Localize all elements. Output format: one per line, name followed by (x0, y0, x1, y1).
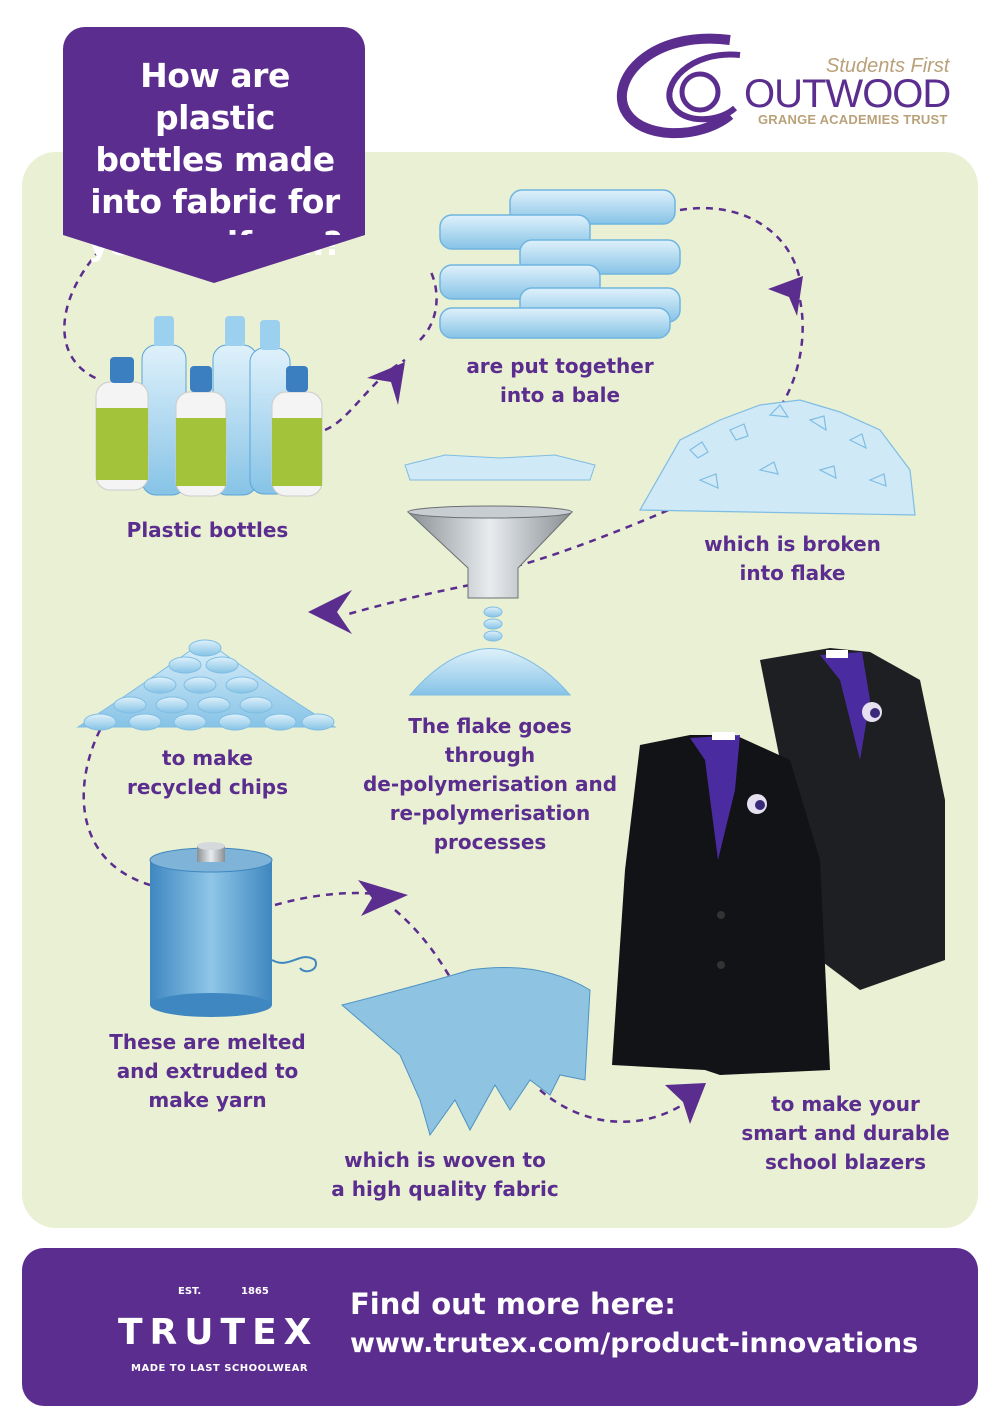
arrow-icon (308, 276, 803, 1124)
footer-cta: Find out more here: (350, 1287, 676, 1321)
yarn-spool-icon (149, 842, 317, 1017)
logo-subtitle: GRANGE ACADEMIES TRUST (758, 112, 948, 127)
trutex-est-year: 1865 (241, 1286, 269, 1297)
chips-icon (76, 639, 337, 731)
bale-icon (439, 189, 681, 339)
title-box: How are plastic bottles made into fabric… (63, 27, 365, 283)
footer-url-link[interactable]: www.trutex.com/product-innovations (350, 1328, 919, 1359)
page-title: How are plastic bottles made into fabric… (87, 56, 343, 263)
step-polymerisation: The flake goes through de-polymerisation… (362, 714, 618, 854)
step-blazers: to make your smart and durable school bl… (741, 1092, 950, 1174)
bottles-icon (95, 316, 323, 497)
trutex-est: EST. (178, 1286, 202, 1297)
step-plastic-bottles: Plastic bottles (126, 518, 289, 542)
step-yarn: These are melted and extruded to make ya… (109, 1030, 306, 1112)
footer-banner (22, 1248, 978, 1406)
funnel-icon (404, 454, 596, 599)
outwood-logo-swirl-icon (616, 33, 741, 139)
step-bale: are put together into a bale (466, 354, 654, 407)
step-fabric: which is woven to a high quality fabric (331, 1148, 559, 1201)
step-chips: to make recycled chips (126, 746, 289, 799)
step-flake: which is broken into flake (704, 532, 881, 585)
logo-tagline: Students First (826, 55, 950, 77)
drip (408, 606, 572, 696)
trutex-tagline: MADE TO LAST SCHOOLWEAR (131, 1363, 309, 1374)
blazer-icon (612, 648, 945, 1075)
logo-name: OUTWOOD (744, 72, 951, 116)
trutex-logo: TRUTEX (118, 1312, 319, 1353)
flake-pile-icon (638, 399, 916, 516)
fabric-icon (340, 967, 591, 1137)
